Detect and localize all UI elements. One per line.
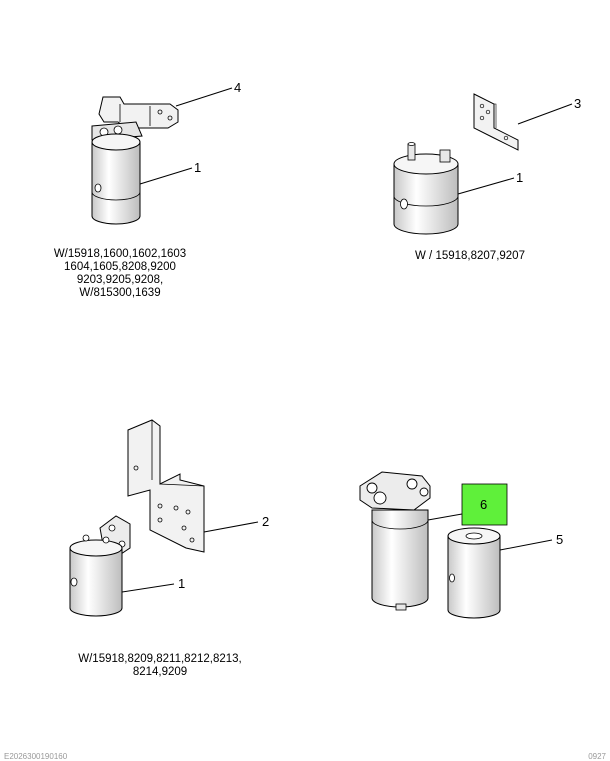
filter-part-1-c <box>69 547 123 617</box>
caption-line: 8214,9209 <box>132 666 188 678</box>
group-3-filter-with-bracket: 2 1 <box>69 419 269 617</box>
filter-part-1-b <box>393 163 459 235</box>
callout-label: 2 <box>262 514 269 529</box>
footer-right-code: 0927 <box>588 752 606 761</box>
caption-line: W/15918,1600,1602,1603 <box>53 248 187 260</box>
group-2-filter-with-plate: 3 1 <box>393 93 581 235</box>
plate-part-3 <box>473 93 519 151</box>
group-4-filter-assembly: 6 5 <box>359 471 563 619</box>
caption-line: W / 15918,8207,9207 <box>415 250 525 262</box>
caption-group-3: W/15918,8209,8211,8212,8213, 8214,9209 <box>50 653 270 679</box>
caption-group-2: W / 15918,8207,9207 <box>380 250 560 263</box>
caption-line: W/815300,1639 <box>79 287 161 299</box>
callout-label: 4 <box>234 80 241 95</box>
caption-line: 9203,9205,9208, <box>76 274 164 286</box>
footer-left-code: E2026300190160 <box>4 752 68 761</box>
callout-label: 1 <box>516 170 523 185</box>
callout-label: 5 <box>556 532 563 547</box>
callout-label: 3 <box>574 96 581 111</box>
filter-canister-part-6 <box>371 509 429 608</box>
bracket-part-2 <box>127 419 205 553</box>
callout-label: 6 <box>480 497 487 512</box>
callout-label: 1 <box>194 160 201 175</box>
filter-element-part-5 <box>447 535 501 619</box>
highlight-callout-box <box>461 483 508 526</box>
bracket-part-4 <box>98 96 179 129</box>
caption-line: 1604,1605,8208,9200 <box>64 261 176 273</box>
filter-part-1-a <box>91 141 141 225</box>
callout-label: 1 <box>178 576 185 591</box>
caption-group-1: W/15918,1600,1602,1603 1604,1605,8208,92… <box>30 248 210 300</box>
caption-line: W/15918,8209,8211,8212,8213, <box>78 653 242 665</box>
group-1-filter-with-bracket: 4 1 <box>91 80 241 225</box>
